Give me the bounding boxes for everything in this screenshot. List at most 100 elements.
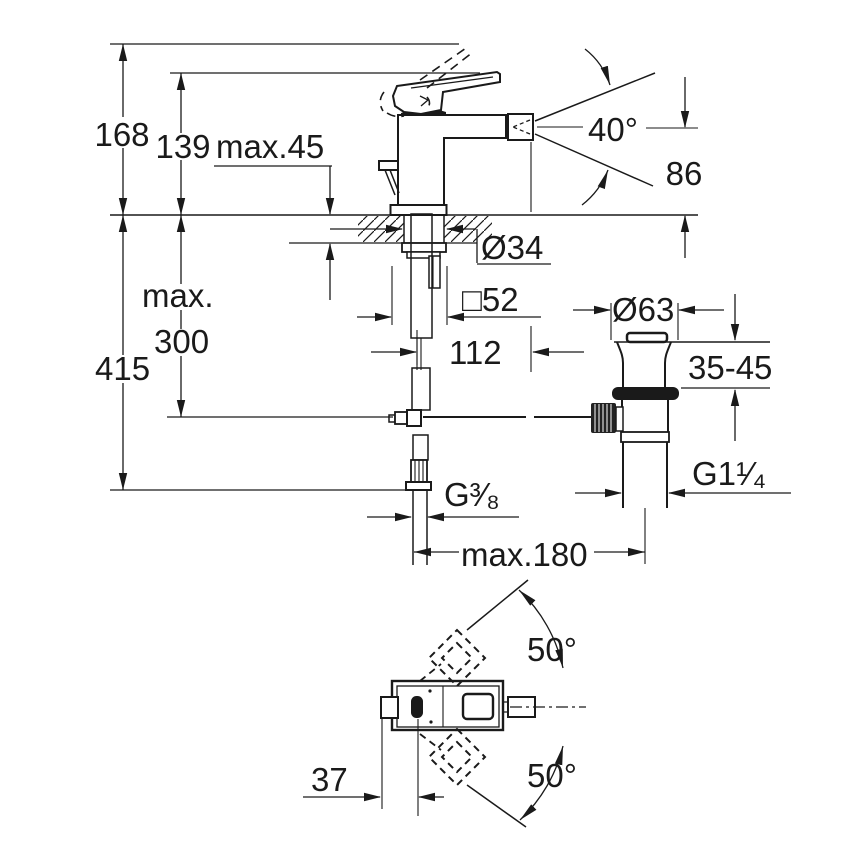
flow-direction-icon [512, 119, 531, 135]
dim-lines-415 [110, 215, 412, 491]
dimension-37: 37 [303, 719, 444, 816]
faucet-base-plate [389, 204, 448, 216]
dim-label-dia63: Ø63 [612, 291, 674, 328]
aerator-square [461, 692, 495, 721]
dim-lines-max300 [167, 215, 393, 418]
under-deck-assembly [388, 213, 592, 565]
dimension-40deg: 40° [588, 111, 638, 148]
lever-edge-line [410, 76, 494, 89]
mounting-deck [110, 214, 698, 244]
dim-label-139: 139 [155, 128, 210, 165]
spray-angle-arrow-upper [584, 48, 611, 86]
lever-handle [391, 70, 501, 116]
lever-pos-lower-inner-dashed [440, 740, 474, 774]
supply-hose-lower [412, 434, 429, 461]
ext-lines-37 [381, 719, 419, 816]
ext-lines-112 [416, 142, 532, 372]
dim-label-dia34: Ø34 [481, 229, 543, 266]
dim-label-max: max. [142, 277, 214, 314]
faucet-outline [397, 114, 507, 206]
waste-neck-left [616, 341, 624, 387]
pop-up-pull-rod-upper [384, 169, 400, 196]
dim-label-square52: □52 [462, 281, 519, 318]
lever-pos-upper-outer-dashed [427, 628, 487, 688]
pop-up-pull-knob [378, 160, 399, 171]
dimension-139: 139 [155, 72, 480, 232]
faucet-top-view-body [380, 679, 586, 732]
dimension-50deg-upper: 50° [466, 579, 577, 669]
dimension-max300: max. 300 [141, 215, 393, 418]
lever-swing-positions [419, 628, 487, 787]
dimension-dia63: Ø63 [573, 291, 724, 340]
dim-label-86: 86 [666, 155, 703, 192]
dim-label-g38: G³⁄₈ [444, 476, 500, 513]
supply-hose-upper [411, 367, 431, 411]
waste-coupling-ring [620, 431, 670, 443]
dimension-square52: □52 [357, 266, 541, 325]
swing-line-upper [466, 579, 529, 631]
dim-label-40deg: 40° [588, 111, 638, 148]
top-view: 50° 50° 37 [303, 579, 586, 828]
waste-plug-cap [625, 331, 669, 344]
dim-label-37: 37 [311, 761, 348, 798]
hose-thread-lines [414, 460, 424, 482]
dim-label-300: 300 [154, 323, 209, 360]
dimension-415: 415 [93, 215, 412, 491]
knob-collar [615, 406, 624, 432]
swing-arc-lower [519, 745, 564, 821]
dim-label-g114: G1¹⁄₄ [692, 455, 766, 492]
knob-ridges [594, 404, 612, 432]
swing-line-lower [466, 784, 527, 828]
dim-label-168: 168 [94, 116, 149, 153]
waste-neck-right [664, 341, 672, 387]
dim-label-50-lower: 50° [527, 757, 577, 794]
dim-label-50-upper: 50° [527, 631, 577, 668]
mounting-nut-washer [406, 251, 441, 259]
rod-fitting-clamp [406, 409, 422, 427]
dim-label-415: 415 [95, 350, 150, 387]
faucet-body [378, 45, 534, 216]
lever-handle-raised-dashed [379, 45, 474, 118]
waste-body [621, 400, 669, 432]
spray-centerline [537, 126, 698, 129]
dim-label-112: 112 [449, 334, 502, 371]
dimension-35-45: 35-45 [688, 294, 772, 441]
lever-end [380, 696, 399, 719]
spray-angle-arrow-lower [581, 169, 609, 206]
rod-guide [428, 255, 441, 289]
lever-grip [411, 696, 423, 718]
spray-lower-line [534, 133, 654, 187]
mounting-nut [401, 242, 447, 253]
lever-pos-upper-inner-dashed [440, 641, 474, 675]
dimension-168: 168 [94, 43, 459, 232]
rod-fitting-small [394, 411, 408, 425]
dimension-112: 112 [371, 142, 584, 372]
dim-label-35-45: 35-45 [688, 349, 772, 386]
dimension-max45: max.45 [214, 128, 335, 300]
pop-up-waste [591, 331, 770, 564]
deck-hole-edges [403, 215, 445, 243]
spray-cone [534, 48, 698, 206]
dim-label-max180: max.180 [461, 536, 588, 573]
swing-arc-upper [518, 589, 564, 669]
front-view: 168 139 max.45 40° 86 [93, 43, 791, 573]
lever-pos-lower-outer-dashed [427, 727, 487, 787]
spray-upper-line [534, 72, 656, 122]
dimension-dia34: Ø34 [330, 224, 551, 266]
dimension-86: 86 [666, 77, 703, 258]
dimension-g114: G1¹⁄₄ [575, 455, 791, 498]
ext-lines-dia63 [610, 303, 679, 340]
dimension-max180: max.180 [414, 536, 645, 573]
waste-pipe [622, 442, 668, 508]
hose-nut [405, 481, 432, 491]
nozzle-connector [503, 701, 508, 713]
ext-lines-square52 [391, 266, 448, 325]
dimension-50deg-lower: 50° [466, 745, 577, 828]
detail-dot-lower [429, 720, 433, 724]
detail-dot-upper [428, 689, 432, 693]
lever-swing-connectors [419, 663, 442, 751]
pull-rod-lower [416, 338, 422, 370]
dim-lines-max45 [214, 165, 332, 300]
